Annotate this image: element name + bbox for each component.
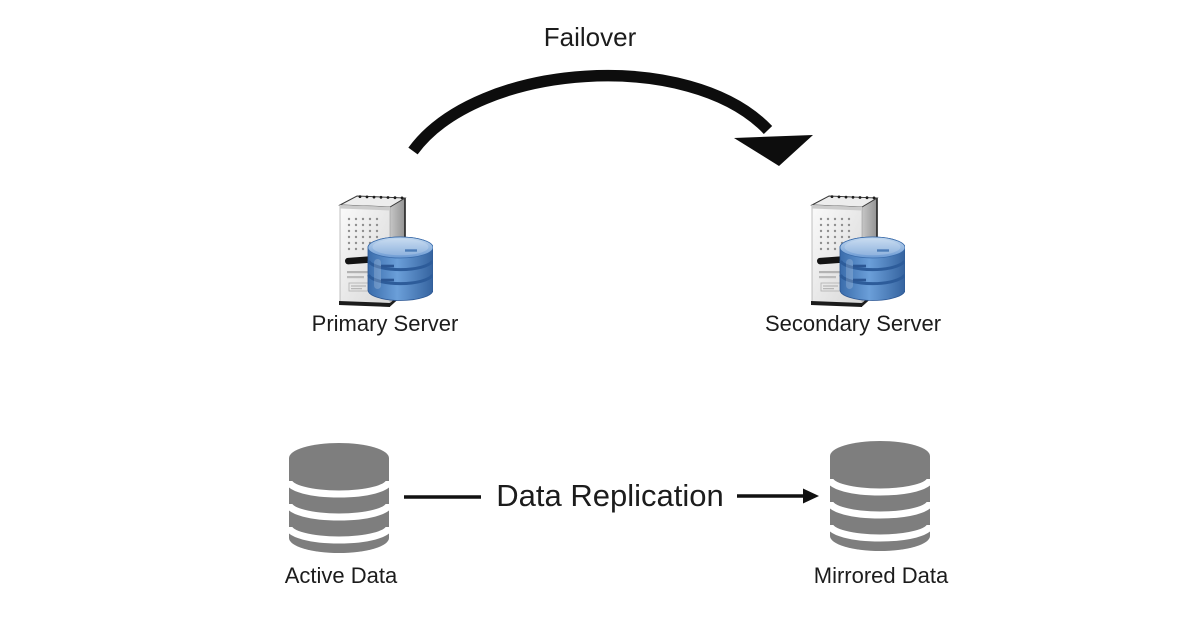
failover-arrow bbox=[408, 70, 813, 166]
blue-database-icon bbox=[367, 236, 433, 301]
mirrored-data-database-icon bbox=[830, 441, 930, 551]
replication-arrow bbox=[404, 488, 819, 504]
mirrored-data-label: Mirrored Data bbox=[813, 563, 949, 588]
failover-edge-label: Failover bbox=[543, 22, 637, 52]
active-data-label: Active Data bbox=[284, 563, 398, 588]
active-data-database-icon bbox=[289, 443, 389, 553]
secondary-server-icon bbox=[810, 195, 905, 307]
secondary-server-label: Secondary Server bbox=[764, 311, 942, 336]
blue-database-icon bbox=[839, 236, 905, 301]
failover-arrowhead-icon bbox=[734, 135, 813, 166]
primary-server-icon bbox=[338, 195, 433, 307]
primary-server-label: Primary Server bbox=[311, 311, 459, 336]
replication-arrowhead-icon bbox=[803, 488, 819, 504]
data-replication-edge-label: Data Replication bbox=[496, 478, 724, 513]
